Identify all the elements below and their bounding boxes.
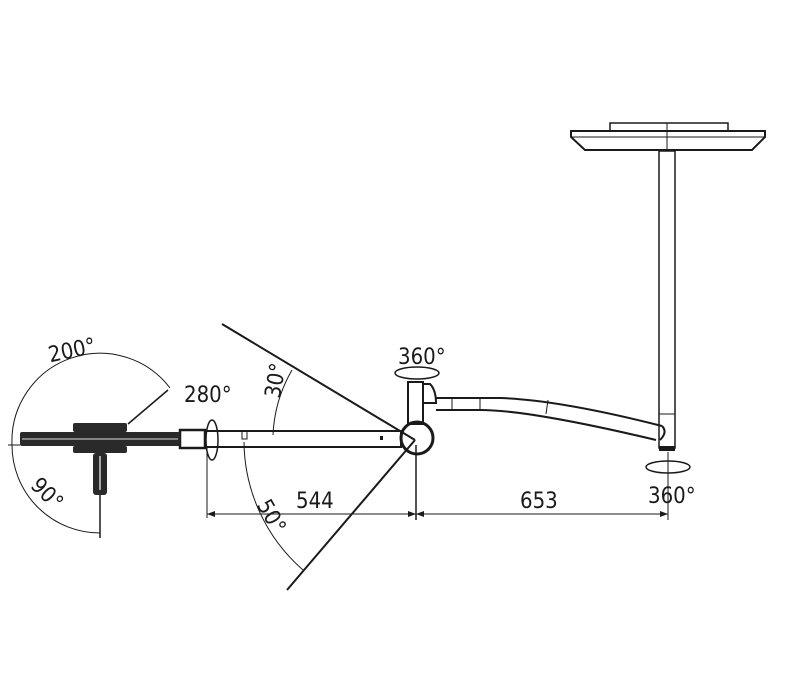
extension-arm	[436, 397, 666, 441]
angle-guides	[8, 323, 691, 591]
spring-arm	[204, 420, 435, 456]
label-head-rotation: 200°	[46, 334, 98, 368]
label-column-rotation: 360°	[648, 484, 696, 509]
label-head-swing: 90°	[25, 473, 67, 515]
arm-joint	[399, 420, 435, 456]
swivel-post	[394, 366, 440, 425]
label-arm-down: 50°	[251, 495, 290, 538]
ceiling-mount	[570, 122, 766, 151]
lamp-head	[20, 423, 180, 495]
label-head-tilt: 280°	[184, 383, 232, 408]
rotation-ellipse-yoke	[205, 419, 219, 461]
dimension-arm-length: 544	[296, 489, 334, 514]
dimension-lines	[206, 445, 668, 520]
rotation-ellipse-joint	[394, 366, 440, 380]
dimension-extension-length: 653	[520, 489, 558, 514]
label-arm-up: 30°	[261, 361, 292, 400]
ceiling-column	[658, 150, 676, 451]
label-joint-rotation: 360°	[398, 345, 446, 370]
yoke-connector	[178, 419, 219, 461]
